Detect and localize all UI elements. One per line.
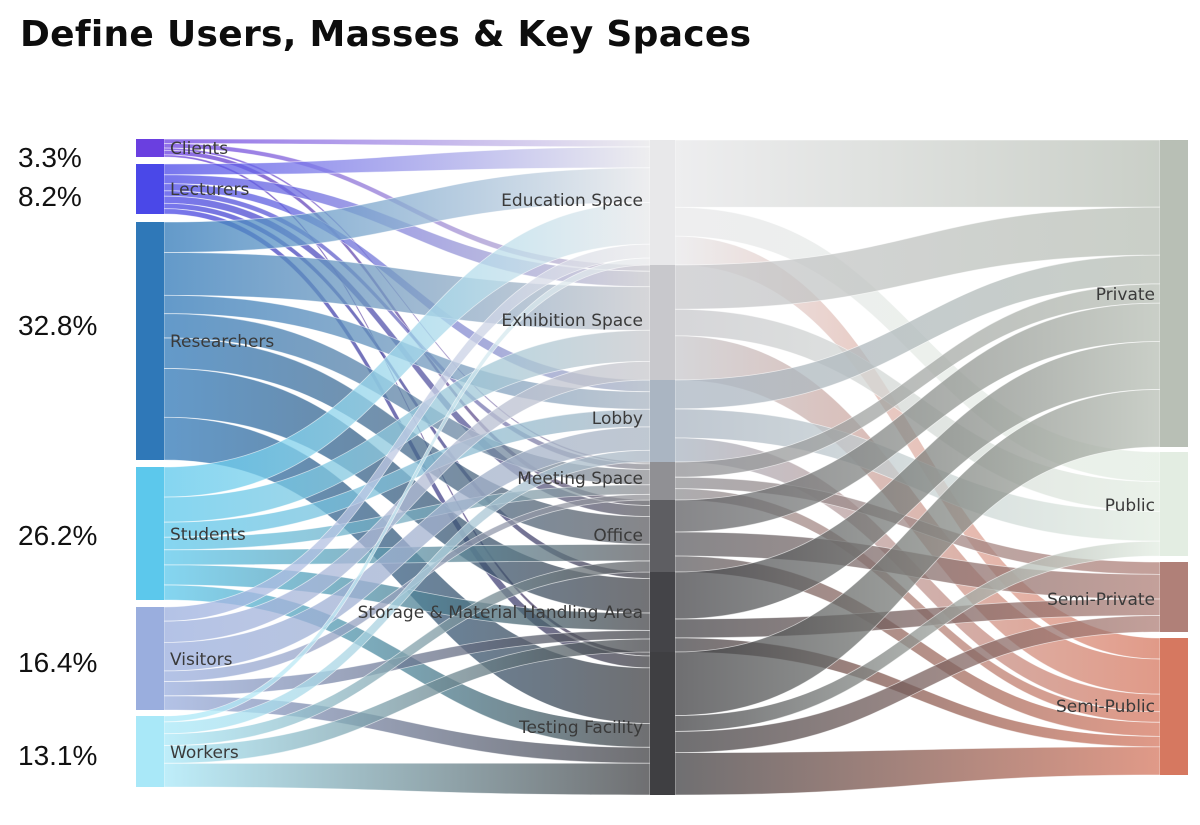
space-node-exhibition-space xyxy=(650,265,675,380)
zone-node-private xyxy=(1160,140,1188,447)
space-node-education-space xyxy=(650,140,675,265)
space-node-storage-material-handling-area xyxy=(650,572,675,652)
space-label-office: Office xyxy=(593,526,643,546)
percent-workers: 13.1% xyxy=(18,740,98,771)
sankey-nodes xyxy=(136,139,1188,795)
user-label-students: Students xyxy=(170,525,246,545)
sankey-labels: ClientsLecturersResearchersStudentsVisit… xyxy=(170,139,1155,763)
link-testing-facility-to-semi-public xyxy=(674,746,1161,796)
user-node-researchers xyxy=(136,222,164,460)
space-node-office xyxy=(650,500,675,572)
user-node-workers xyxy=(136,716,164,787)
space-label-exhibition-space: Exhibition Space xyxy=(501,311,643,331)
space-node-meeting-space xyxy=(650,462,675,500)
percent-visitors: 16.4% xyxy=(18,647,98,678)
zone-label-semi-public: Semi-Public xyxy=(1056,697,1155,717)
user-label-workers: Workers xyxy=(170,743,239,763)
user-label-visitors: Visitors xyxy=(170,650,233,670)
user-label-researchers: Researchers xyxy=(170,332,274,352)
space-label-education-space: Education Space xyxy=(501,191,643,211)
space-label-storage-material-handling-area: Storage & Material Handling Area xyxy=(358,603,643,623)
space-label-testing-facility: Testing Facility xyxy=(518,718,643,738)
space-label-meeting-space: Meeting Space xyxy=(517,469,643,489)
user-label-clients: Clients xyxy=(170,139,228,159)
zone-label-public: Public xyxy=(1105,496,1155,516)
link-clients-to-education-space xyxy=(163,138,651,148)
page-title: Define Users, Masses & Key Spaces xyxy=(20,14,752,55)
user-node-clients xyxy=(136,139,164,157)
percent-students: 26.2% xyxy=(18,520,98,551)
zone-node-public xyxy=(1160,452,1188,556)
space-label-lobby: Lobby xyxy=(592,409,643,429)
percent-researchers: 32.8% xyxy=(18,310,98,341)
sankey-links xyxy=(163,138,1161,796)
percent-lecturers: 8.2% xyxy=(18,181,82,212)
user-node-lecturers xyxy=(136,164,164,214)
zone-node-semi-private xyxy=(1160,562,1188,632)
zone-label-semi-private: Semi-Private xyxy=(1047,590,1155,610)
zone-label-private: Private xyxy=(1096,285,1155,305)
percent-clients: 3.3% xyxy=(18,142,82,173)
space-node-lobby xyxy=(650,380,675,462)
user-node-visitors xyxy=(136,607,164,710)
space-node-testing-facility xyxy=(650,652,675,795)
link-workers-to-testing-facility xyxy=(163,762,651,796)
zone-node-semi-public xyxy=(1160,638,1188,775)
user-node-students xyxy=(136,467,164,600)
user-label-lecturers: Lecturers xyxy=(170,180,249,200)
link-education-space-to-private xyxy=(674,139,1161,208)
